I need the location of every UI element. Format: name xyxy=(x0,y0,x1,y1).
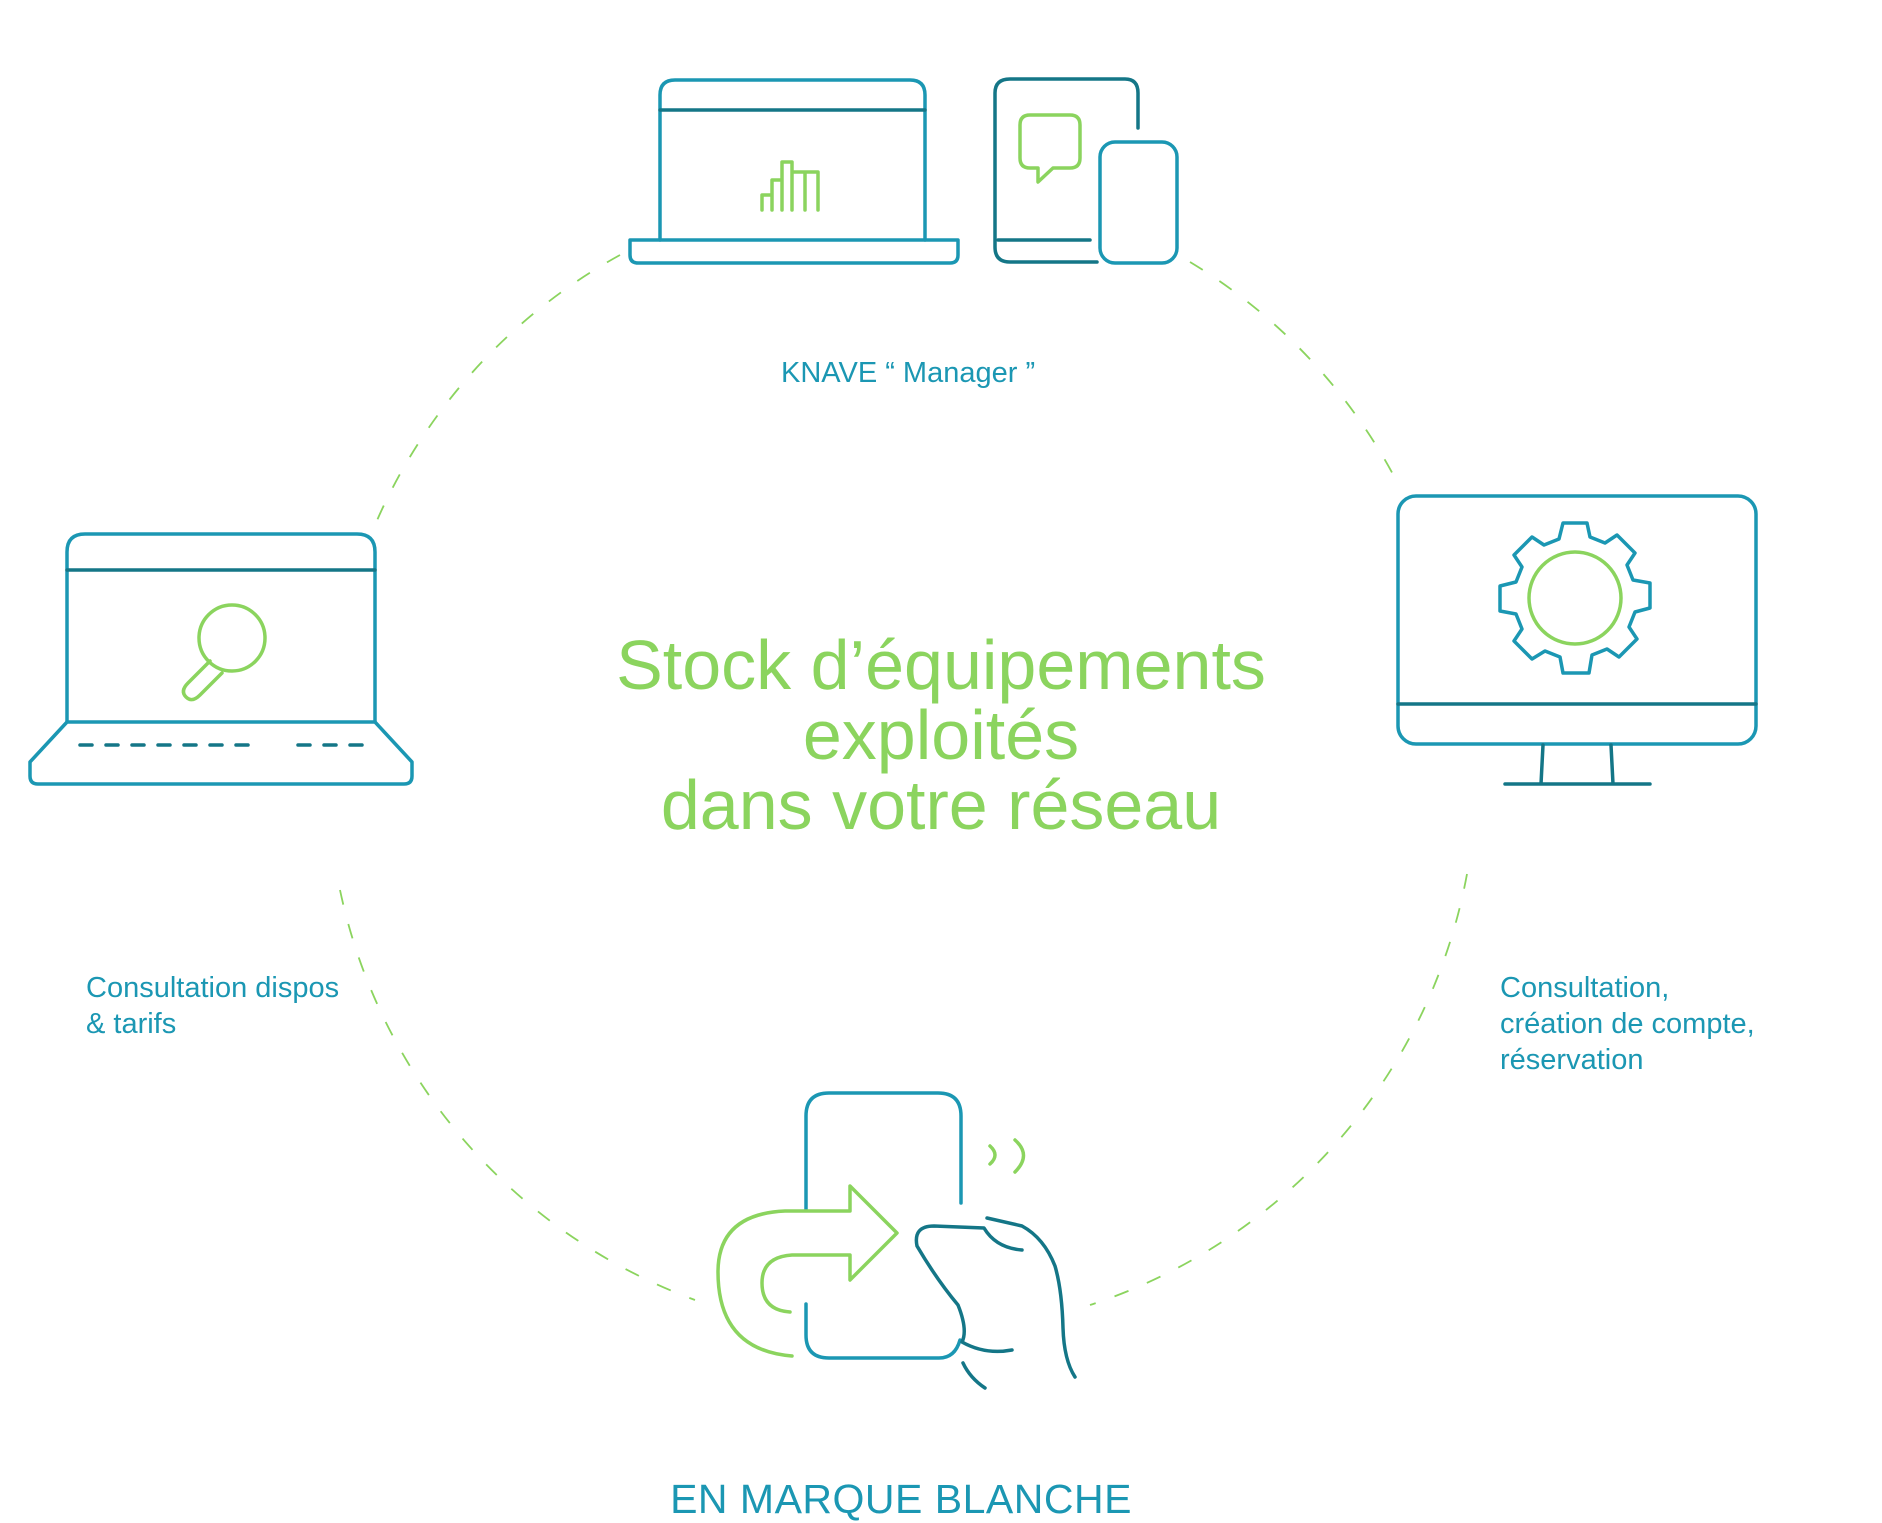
tablet-with-chat-bubble-icon xyxy=(993,77,1140,264)
laptop-with-magnifier-icon xyxy=(28,532,414,786)
right-node-label: Consultation, création de compte, réserv… xyxy=(1500,972,1755,1076)
top-node-label: KNAVE “ Manager ” xyxy=(781,357,1036,389)
hand-holding-phone-with-share-arrow-icon xyxy=(716,1091,1077,1390)
dashed-arc-left xyxy=(339,889,696,1301)
monitor-with-gear-icon xyxy=(1396,494,1758,786)
dashed-arc-top-right xyxy=(1189,261,1396,479)
laptop-with-bar-chart-icon xyxy=(628,78,960,265)
dashed-arc-right xyxy=(1089,873,1468,1306)
dashed-arc-top-left xyxy=(374,254,621,526)
center-title: Stock d’équipements exploités dans votre… xyxy=(616,626,1266,844)
smartphone-icon xyxy=(1098,140,1179,265)
dashed-cycle-ring xyxy=(339,254,1468,1306)
bottom-node-label: EN MARQUE BLANCHE xyxy=(670,1476,1132,1522)
left-node-label: Consultation dispos & tarifs xyxy=(86,972,340,1040)
